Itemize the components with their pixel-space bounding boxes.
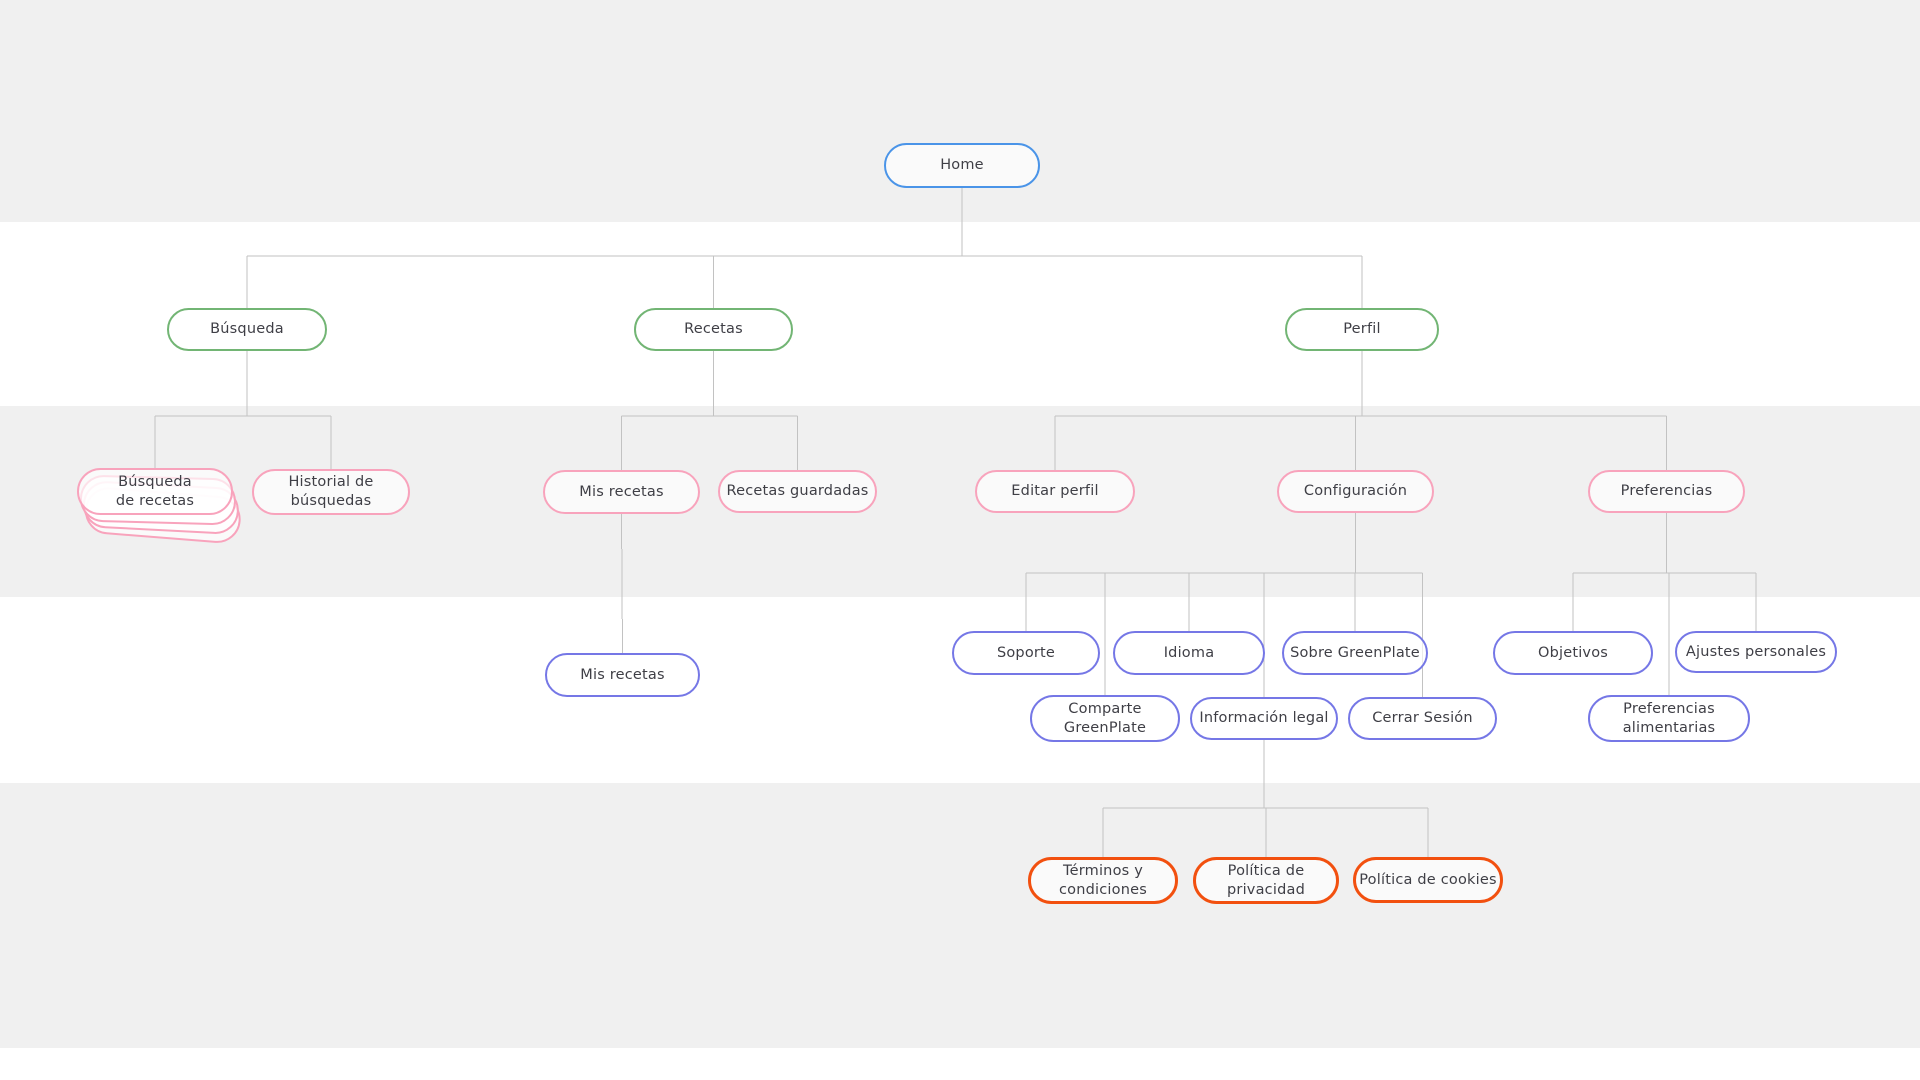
node-historial-de-busquedas[interactable]: Historial de búsquedas xyxy=(252,469,410,515)
node-editar-perfil[interactable]: Editar perfil xyxy=(975,470,1135,513)
background-band xyxy=(0,783,1920,1048)
node-recetas-guardadas[interactable]: Recetas guardadas xyxy=(718,470,877,513)
node-politica-de-privacidad[interactable]: Política de privacidad xyxy=(1193,857,1339,904)
connector-line xyxy=(621,513,623,654)
background-band xyxy=(0,597,1920,783)
node-cerrar-sesion[interactable]: Cerrar Sesión xyxy=(1348,697,1497,740)
node-objetivos[interactable]: Objetivos xyxy=(1493,631,1653,675)
node-informacion-legal[interactable]: Información legal xyxy=(1190,697,1338,740)
node-mis-recetas-nivel4[interactable]: Mis recetas xyxy=(545,653,700,697)
node-comparte-greenplate[interactable]: Comparte GreenPlate xyxy=(1030,695,1180,742)
node-configuracion[interactable]: Configuración xyxy=(1277,470,1434,513)
node-terminos-y-condiciones[interactable]: Términos y condiciones xyxy=(1028,857,1178,904)
node-busqueda[interactable]: Búsqueda xyxy=(167,308,327,351)
node-home[interactable]: Home xyxy=(884,143,1040,188)
node-preferencias-alimentarias[interactable]: Preferencias alimentarias xyxy=(1588,695,1750,742)
node-ajustes-personales[interactable]: Ajustes personales xyxy=(1675,631,1837,673)
node-mis-recetas-nivel3[interactable]: Mis recetas xyxy=(543,470,700,514)
node-soporte[interactable]: Soporte xyxy=(952,631,1100,675)
node-busqueda-de-recetas[interactable]: Búsqueda de recetas xyxy=(77,468,233,515)
background-band xyxy=(0,1048,1920,1080)
node-sobre-greenplate[interactable]: Sobre GreenPlate xyxy=(1282,631,1428,675)
node-idioma[interactable]: Idioma xyxy=(1113,631,1265,675)
node-politica-de-cookies[interactable]: Política de cookies xyxy=(1353,857,1503,903)
node-recetas[interactable]: Recetas xyxy=(634,308,793,351)
node-preferencias[interactable]: Preferencias xyxy=(1588,470,1745,513)
node-perfil[interactable]: Perfil xyxy=(1285,308,1439,351)
